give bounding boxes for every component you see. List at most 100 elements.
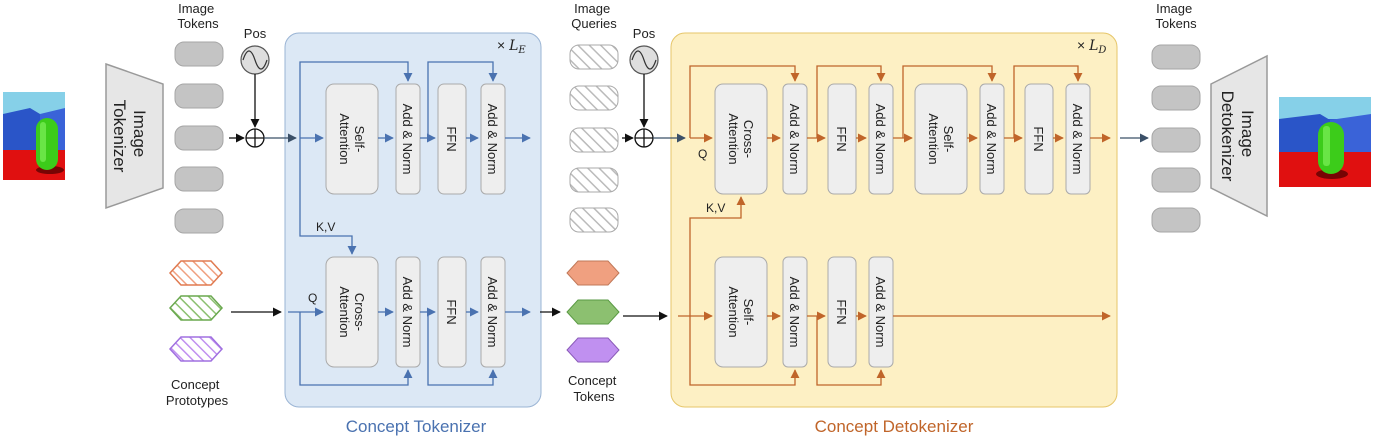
image-detokenizer-block: Image Detokenizer (1210, 54, 1268, 218)
detok-add-norm-6-block (868, 256, 894, 368)
svg-text:Image Tokens: Image Tokens (1155, 1, 1197, 31)
detok-ffn-1-block (827, 83, 857, 195)
detok-self-attention-2-block (714, 256, 768, 368)
positional-encoding-left-icon (240, 45, 270, 75)
detok-q-label: Q (698, 147, 707, 161)
image-tokens-left-label-1: Image (178, 1, 214, 16)
svg-text:Cross-Attention: Cross-Attention (337, 286, 367, 337)
pos-right-label: Pos (633, 26, 656, 41)
image-query (569, 85, 619, 111)
svg-text:Image Tokens: Image Tokens (177, 1, 219, 31)
svg-text:Add & Norm: Add & Norm (1070, 104, 1085, 175)
concept-detokenizer-title: Concept Detokenizer (815, 417, 974, 436)
input-scene-image (3, 92, 65, 180)
svg-text:Add & Norm: Add & Norm (984, 104, 999, 175)
svg-text:FFN: FFN (834, 299, 849, 324)
image-queries-label-2: Queries (571, 16, 617, 31)
tok-add-norm-2-block (480, 83, 506, 195)
detok-self-attention-1-block (914, 83, 968, 195)
svg-text:Add & Norm: Add & Norm (873, 104, 888, 175)
image-token (174, 41, 224, 67)
image-token (1151, 44, 1201, 70)
svg-text:Self-Attention: Self-Attention (726, 286, 756, 337)
concept-prototypes-label-1: Concept (171, 377, 220, 392)
svg-text:Concept Tokens: Concept Tokens (568, 373, 620, 404)
image-tokens-right-label-1: Image (1156, 1, 1192, 16)
svg-text:FFN: FFN (444, 299, 459, 324)
tok-q-label: Q (308, 291, 317, 305)
concept-token-green (566, 299, 620, 325)
svg-text:Add & Norm: Add & Norm (400, 104, 415, 175)
image-detokenizer-label-1: Image (1238, 110, 1257, 157)
positional-encoding-right-icon (629, 45, 659, 75)
concept-token-purple (566, 337, 620, 363)
image-token (1151, 85, 1201, 111)
svg-text:FFN: FFN (1031, 126, 1046, 151)
concept-prototypes (168, 260, 224, 362)
image-tokens-right-label-2: Tokens (1155, 16, 1197, 31)
detok-ffn-2-block (1024, 83, 1054, 195)
concept-token-orange (566, 260, 620, 286)
image-token (174, 83, 224, 109)
concept-prototype-purple (168, 336, 224, 362)
svg-text:Self-Attention: Self-Attention (337, 113, 367, 164)
svg-text:Image Tokenizer: Image Tokenizer (110, 100, 149, 173)
svg-text:Add & Norm: Add & Norm (787, 277, 802, 348)
detok-add-norm-1-block (782, 83, 808, 195)
svg-text:Add & Norm: Add & Norm (400, 277, 415, 348)
tok-self-attention-block (325, 83, 379, 195)
concept-tokenizer-title: Concept Tokenizer (346, 417, 487, 436)
detok-add-norm-2-block (868, 83, 894, 195)
image-tokenizer-label-2: Tokenizer (110, 100, 129, 173)
layer-count-le: × LE (497, 37, 526, 56)
image-token (1151, 167, 1201, 193)
image-tokenizer-block: Image Tokenizer (105, 62, 164, 210)
detok-add-norm-5-block (782, 256, 808, 368)
image-query (569, 167, 619, 193)
image-queries (569, 44, 619, 233)
concept-tokens-label-1: Concept (568, 373, 617, 388)
svg-text:Image Detokenizer: Image Detokenizer (1218, 91, 1257, 182)
concept-prototype-green (168, 295, 224, 321)
svg-text:Self-Attention: Self-Attention (926, 113, 956, 164)
concept-tokens-label-2: Tokens (573, 389, 615, 404)
image-detokenizer-label-2: Detokenizer (1218, 91, 1237, 182)
detok-kv-label: K,V (706, 201, 725, 215)
image-tokens-left-label-2: Tokens (177, 16, 219, 31)
detok-add-norm-3-block (979, 83, 1005, 195)
pos-left-label: Pos (244, 26, 267, 41)
image-token (1151, 207, 1201, 233)
output-scene-image (1279, 97, 1371, 187)
image-query (569, 127, 619, 153)
detok-add-norm-4-block (1065, 83, 1091, 195)
svg-text:Concept Prototypes: Concept Prototypes (166, 377, 229, 408)
image-token (174, 125, 224, 151)
svg-text:Image Queries: Image Queries (571, 1, 617, 31)
image-tokenizer-label-1: Image (130, 110, 149, 157)
image-token (1151, 127, 1201, 153)
tok-ffn-1-block (437, 83, 467, 195)
svg-text:Add & Norm: Add & Norm (787, 104, 802, 175)
svg-text:Add & Norm: Add & Norm (485, 104, 500, 175)
image-query (569, 44, 619, 70)
detok-cross-attention-block (714, 83, 768, 195)
svg-text:Add & Norm: Add & Norm (873, 277, 888, 348)
image-tokens-right (1151, 44, 1201, 233)
tok-add-norm-1-block (395, 83, 421, 195)
add-operator-right-icon (634, 128, 654, 148)
svg-text:Add & Norm: Add & Norm (485, 277, 500, 348)
layer-count-ld: × LD (1077, 37, 1106, 56)
concept-prototypes-label-2: Prototypes (166, 393, 229, 408)
image-query (569, 207, 619, 233)
image-token (174, 166, 224, 192)
svg-text:FFN: FFN (444, 126, 459, 151)
image-tokens-left (174, 41, 224, 234)
add-operator-left-icon (245, 128, 265, 148)
concept-tokens (566, 260, 620, 363)
svg-text:Cross-Attention: Cross-Attention (726, 113, 756, 164)
tok-kv-label: K,V (316, 220, 335, 234)
image-queries-label-1: Image (574, 1, 610, 16)
concept-prototype-orange (168, 260, 224, 286)
detok-ffn-3-block (827, 256, 857, 368)
